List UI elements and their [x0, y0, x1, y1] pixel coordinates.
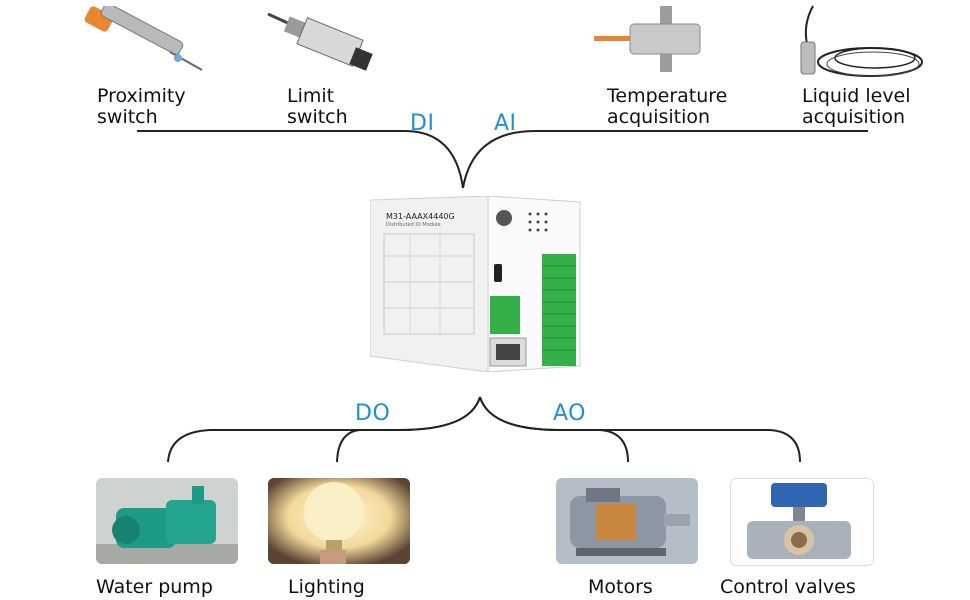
io-module-device: M31-AAAX4440G Distributed IO Module	[369, 195, 590, 373]
input-label-liquid-level: Liquid level acquisition	[802, 86, 911, 128]
output-label-water-pump: Water pump	[96, 576, 213, 598]
label-line: switch	[287, 106, 348, 128]
label-line: Liquid level	[802, 85, 911, 107]
label-line: Limit	[287, 85, 335, 107]
motor-photo	[556, 478, 698, 564]
output-label-lighting: Lighting	[288, 576, 365, 598]
label-line: Temperature	[607, 85, 728, 107]
limit-switch-icon	[267, 12, 373, 71]
label-line: switch	[97, 106, 158, 128]
output-label-motors: Motors	[588, 576, 653, 598]
label-line: acquisition	[607, 106, 711, 128]
input-label-temperature: Temperature acquisition	[607, 86, 727, 128]
load-cell-icon	[594, 6, 701, 72]
level-probe-icon	[800, 5, 923, 77]
light-bulb-photo	[268, 478, 410, 564]
signal-do: DO	[355, 401, 391, 426]
device-model: M31-AAAX4440G	[386, 212, 455, 221]
label-line: acquisition	[802, 106, 906, 128]
signal-ao: AO	[553, 401, 586, 426]
input-label-limit: Limit switch	[287, 86, 348, 128]
device-subtitle: Distributed IO Module	[386, 222, 441, 228]
output-label-control-valves: Control valves	[720, 576, 856, 598]
control-valve-photo	[730, 478, 874, 566]
label-line: Proximity	[97, 85, 186, 107]
signal-di: DI	[410, 111, 435, 136]
input-label-proximity: Proximity switch	[97, 86, 186, 128]
water-pump-photo	[96, 478, 238, 564]
proximity-sensor-icon	[84, 6, 203, 71]
signal-ai: AI	[494, 111, 517, 136]
